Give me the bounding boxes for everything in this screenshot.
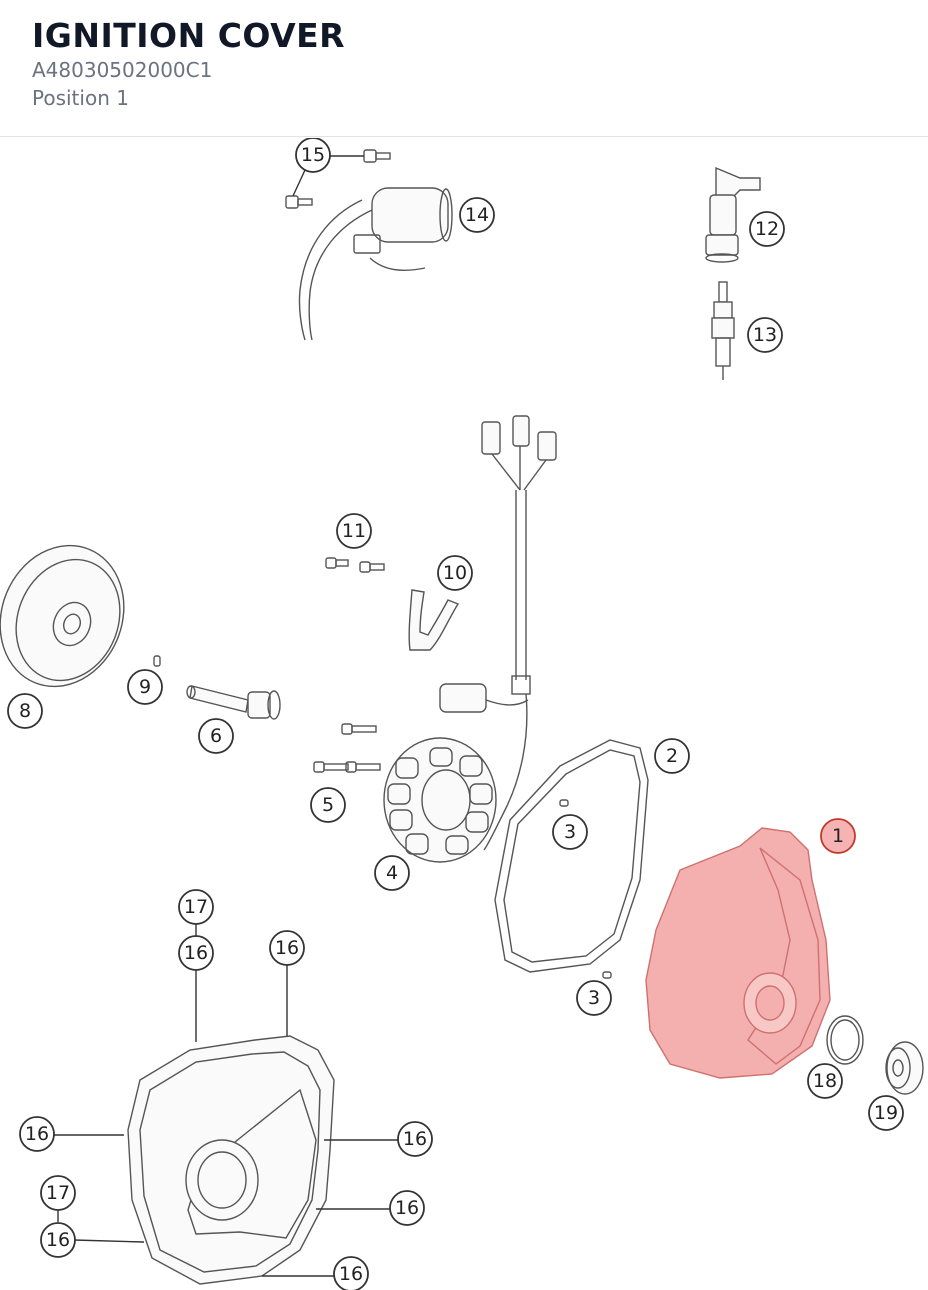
part-5-screw-top[interactable] [341, 723, 377, 735]
svg-text:8: 8 [19, 700, 31, 722]
callout-10[interactable]: 10 [437, 555, 473, 591]
callout-17-top[interactable]: 17 [178, 889, 214, 925]
svg-text:16: 16 [339, 1263, 363, 1285]
svg-text:3: 3 [588, 987, 600, 1009]
part-12-spark-plug-cap[interactable] [705, 166, 761, 263]
callout-19[interactable]: 19 [868, 1095, 904, 1131]
callout-4[interactable]: 4 [374, 855, 410, 891]
part-2-gasket[interactable] [494, 739, 649, 973]
part-15-bolt-upper[interactable] [363, 149, 391, 163]
part-5-screw-mid[interactable] [313, 761, 349, 773]
svg-text:17: 17 [184, 896, 208, 918]
callout-16-bottom[interactable]: 16 [333, 1256, 369, 1290]
svg-text:15: 15 [301, 144, 325, 166]
svg-text:1: 1 [832, 825, 844, 847]
svg-text:17: 17 [46, 1182, 70, 1204]
svg-text:16: 16 [395, 1197, 419, 1219]
svg-text:9: 9 [139, 676, 151, 698]
page-header: IGNITION COVER A48030502000C1 Position 1 [0, 0, 928, 137]
part-11-screw-right[interactable] [359, 561, 385, 573]
callout-16-top-right[interactable]: 16 [269, 930, 305, 966]
callout-13[interactable]: 13 [747, 317, 783, 353]
part-10-cable-clamp[interactable] [408, 589, 460, 651]
svg-text:5: 5 [322, 794, 334, 816]
svg-text:19: 19 [874, 1102, 898, 1124]
callout-1[interactable]: 1 [820, 818, 856, 854]
svg-text:11: 11 [342, 520, 366, 542]
part-15-bolt-lower[interactable] [285, 195, 313, 209]
callout-3-upper[interactable]: 3 [552, 814, 588, 850]
part-14-ignition-coil[interactable] [298, 187, 453, 341]
page-title: IGNITION COVER [32, 16, 346, 55]
callout-15[interactable]: 15 [295, 138, 331, 173]
callout-14[interactable]: 14 [459, 197, 495, 233]
part-3-dowel-lower[interactable] [602, 971, 612, 979]
part-19-screw-plug[interactable] [885, 1041, 924, 1095]
svg-text:12: 12 [755, 218, 779, 240]
part-1-ignition-cover[interactable] [645, 827, 831, 1079]
callout-17-bottom[interactable]: 17 [40, 1175, 76, 1211]
callout-16-left[interactable]: 16 [19, 1116, 55, 1152]
leader-lines [54, 155, 398, 1277]
callout-16-right-upper[interactable]: 16 [397, 1121, 433, 1157]
part-3-dowel-upper[interactable] [559, 799, 569, 807]
svg-text:16: 16 [275, 937, 299, 959]
exploded-parts-diagram: 1 2 3 3 4 5 6 8 9 10 11 12 13 14 15 17 1… [0, 138, 924, 1290]
callout-18[interactable]: 18 [807, 1063, 843, 1099]
svg-text:6: 6 [210, 725, 222, 747]
callout-16-right-middle[interactable]: 16 [389, 1190, 425, 1226]
svg-text:3: 3 [564, 821, 576, 843]
svg-text:2: 2 [666, 745, 678, 767]
svg-text:16: 16 [403, 1128, 427, 1150]
callout-16-top-left[interactable]: 16 [178, 935, 214, 971]
part-6-rotor-bolt[interactable] [186, 685, 281, 720]
callout-6[interactable]: 6 [198, 718, 234, 754]
part-5-screw-right[interactable] [345, 761, 381, 773]
callout-3-lower[interactable]: 3 [576, 980, 612, 1016]
part-13-spark-plug[interactable] [711, 281, 735, 380]
part-ignition-cover-outer-view [127, 1035, 335, 1285]
part-9-woodruff-key[interactable] [153, 655, 161, 667]
callout-11[interactable]: 11 [336, 513, 372, 549]
part-8-flywheel[interactable] [0, 527, 145, 705]
svg-text:16: 16 [46, 1229, 70, 1251]
callout-9[interactable]: 9 [127, 669, 163, 705]
part-18-o-ring[interactable] [826, 1015, 864, 1065]
callout-8[interactable]: 8 [7, 693, 43, 729]
position-label: Position 1 [32, 86, 129, 110]
svg-text:14: 14 [465, 204, 489, 226]
svg-text:13: 13 [753, 324, 777, 346]
part-number: A48030502000C1 [32, 58, 213, 82]
part-wiring-harness [481, 415, 557, 851]
part-pickup-sensor [439, 683, 529, 713]
callout-12[interactable]: 12 [749, 211, 785, 247]
svg-text:4: 4 [386, 862, 398, 884]
callout-5[interactable]: 5 [310, 787, 346, 823]
svg-text:16: 16 [25, 1123, 49, 1145]
part-4-stator[interactable] [383, 737, 497, 863]
svg-text:18: 18 [813, 1070, 837, 1092]
svg-text:10: 10 [443, 562, 467, 584]
callout-2[interactable]: 2 [654, 738, 690, 774]
part-11-screw-left[interactable] [325, 557, 349, 569]
svg-text:16: 16 [184, 942, 208, 964]
callout-16-bottom-left[interactable]: 16 [40, 1222, 76, 1258]
